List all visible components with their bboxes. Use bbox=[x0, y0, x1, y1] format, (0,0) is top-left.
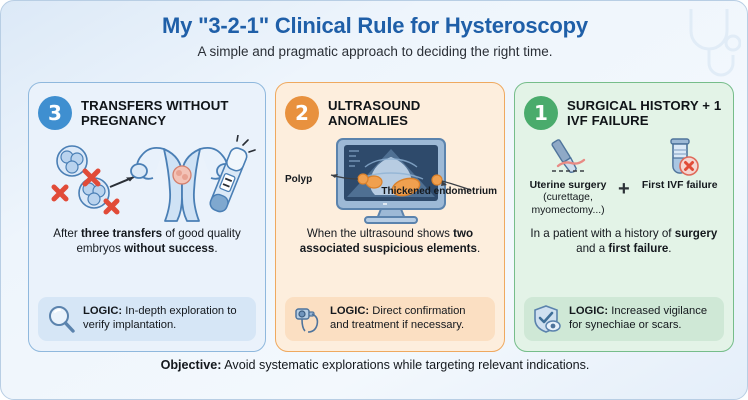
card-number-badge: 3 bbox=[38, 96, 72, 130]
card-header: 3 TRANSFERS WITHOUT PREGNANCY bbox=[38, 92, 256, 134]
desc-part-bold: without success bbox=[124, 242, 215, 256]
logic-body: In-depth exploration to verify implantat… bbox=[83, 305, 237, 332]
desc-part-bold: two associated suspicious elements bbox=[299, 227, 477, 256]
logic-label: LOGIC: bbox=[83, 305, 123, 317]
desc-part: . bbox=[214, 242, 218, 256]
logic-box: LOGIC: Direct confirmation and treatment… bbox=[285, 297, 495, 341]
card-number-badge: 2 bbox=[285, 96, 319, 130]
scalpel-icon bbox=[551, 139, 586, 173]
page-title: My "3-2-1" Clinical Rule for Hysteroscop… bbox=[162, 13, 588, 38]
desc-part-bold: surgery bbox=[674, 227, 718, 240]
annotation-polyp: Polyp bbox=[285, 174, 313, 185]
item-sublabel-text: (curettage, myomectomy...) bbox=[531, 192, 605, 216]
footer-text: Avoid systematic explorations while targ… bbox=[221, 358, 590, 372]
card-description: In a patient with a history of surgery a… bbox=[524, 226, 724, 256]
ultrasound-monitor-illustration: Polyp Thickened endometrium bbox=[285, 134, 497, 226]
hysteroscope-icon bbox=[295, 308, 319, 333]
card-surgical-history[interactable]: 1 SURGICAL HISTORY + 1 IVF FAILURE Uteri… bbox=[514, 82, 734, 352]
card-title: SURGICAL HISTORY + 1 IVF FAILURE bbox=[567, 97, 722, 128]
item-label-text: First IVF failure bbox=[641, 180, 718, 191]
annotation-thickened-endometrium: Thickened endometrium bbox=[381, 186, 497, 197]
magnifier-icon bbox=[49, 306, 75, 333]
desc-part: In a patient with a history of bbox=[530, 227, 675, 240]
card-number-badge: 1 bbox=[524, 96, 558, 130]
shield-check-eye-icon bbox=[534, 305, 561, 333]
test-tube-failure-icon bbox=[669, 138, 699, 176]
logic-box: LOGIC: In-depth exploration to verify im… bbox=[38, 297, 256, 341]
item-label: First IVF failure bbox=[642, 180, 718, 192]
card-description: When the ultrasound shows two associated… bbox=[285, 226, 495, 256]
scalpel-plus-test-tube-illustration: Uterine surgery (curettage, myomectomy..… bbox=[524, 134, 724, 226]
logic-text: LOGIC: Increased vigilance for synechiae… bbox=[569, 304, 716, 332]
desc-part: . bbox=[476, 242, 481, 256]
logic-label: LOGIC: bbox=[569, 305, 609, 317]
card-header: 1 SURGICAL HISTORY + 1 IVF FAILURE bbox=[524, 92, 724, 134]
logic-box: LOGIC: Increased vigilance for synechiae… bbox=[524, 297, 724, 341]
cards-row: 3 TRANSFERS WITHOUT PREGNANCY bbox=[28, 82, 734, 352]
card-header: 2 ULTRASOUND ANOMALIES bbox=[285, 92, 495, 134]
footer-label: Objective: bbox=[160, 358, 222, 372]
logic-body: Increased vigilance for synechiae or sca… bbox=[569, 305, 708, 332]
plus-separator: + bbox=[618, 177, 630, 200]
card-transfers-without-pregnancy[interactable]: 3 TRANSFERS WITHOUT PREGNANCY bbox=[28, 82, 266, 352]
logic-label: LOGIC: bbox=[330, 305, 370, 317]
logic-body: Direct confirmation and treatment if nec… bbox=[330, 305, 466, 332]
card-ultrasound-anomalies[interactable]: 2 ULTRASOUND ANOMALIES bbox=[275, 82, 505, 352]
item-uterine-surgery: Uterine surgery (curettage, myomectomy..… bbox=[524, 136, 612, 217]
item-label-text: Uterine surgery bbox=[529, 180, 607, 191]
desc-part-bold: three transfers bbox=[80, 227, 163, 240]
logic-text: LOGIC: Direct confirmation and treatment… bbox=[330, 304, 487, 332]
card-title: TRANSFERS WITHOUT PREGNANCY bbox=[81, 97, 229, 128]
desc-part: . bbox=[668, 242, 672, 256]
desc-part: of good quality embryos bbox=[76, 227, 241, 256]
card-title: ULTRASOUND ANOMALIES bbox=[328, 97, 421, 128]
item-first-ivf-failure: First IVF failure bbox=[636, 136, 724, 192]
desc-part: When the ultrasound shows bbox=[306, 227, 454, 240]
desc-part: and a bbox=[576, 242, 609, 256]
desc-part: After bbox=[53, 227, 81, 240]
embryos-uterus-pregnancy-test-illustration bbox=[38, 134, 256, 226]
page-subtitle: A simple and pragmatic approach to decid… bbox=[197, 44, 553, 59]
item-label: Uterine surgery (curettage, myomectomy..… bbox=[524, 180, 612, 217]
card-description: After three transfers of good quality em… bbox=[38, 226, 256, 256]
footer-objective: Objective: Avoid systematic explorations… bbox=[28, 358, 722, 372]
header: My "3-2-1" Clinical Rule for Hysteroscop… bbox=[1, 13, 747, 59]
desc-part-bold: first failure bbox=[608, 242, 669, 256]
logic-text: LOGIC: In-depth exploration to verify im… bbox=[83, 304, 248, 332]
